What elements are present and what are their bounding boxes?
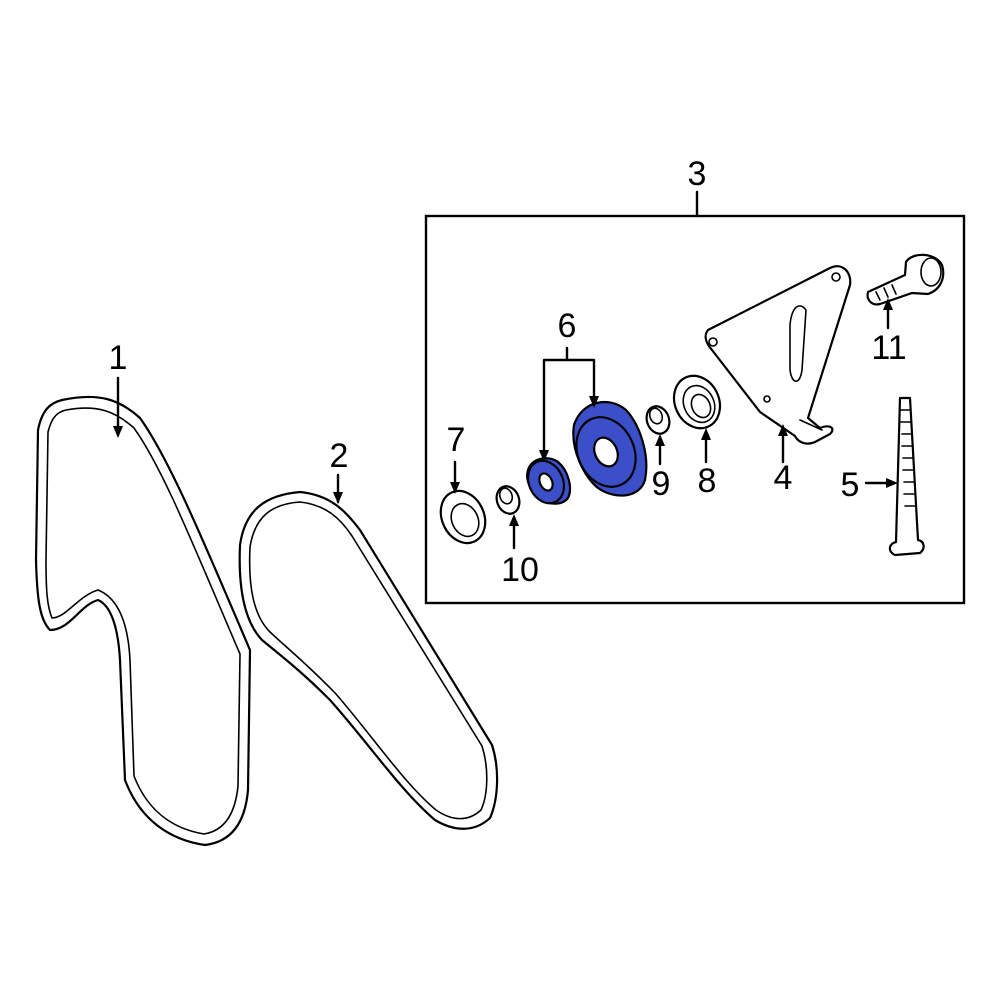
arrow-7 bbox=[450, 482, 460, 494]
callout-10: 10 bbox=[501, 551, 539, 589]
cover-left[interactable] bbox=[433, 484, 494, 551]
spacer-left[interactable] bbox=[493, 483, 523, 517]
arrow-6a bbox=[539, 450, 549, 462]
callout-2: 2 bbox=[329, 437, 349, 475]
pulley-small[interactable] bbox=[521, 455, 572, 509]
callout-3: 3 bbox=[687, 155, 707, 193]
belt-1[interactable] bbox=[34, 395, 252, 847]
arrow-6b bbox=[589, 396, 599, 408]
pulley-large[interactable] bbox=[565, 401, 648, 497]
arrow-2 bbox=[333, 492, 343, 504]
belt-2[interactable] bbox=[238, 490, 499, 830]
arrow-4 bbox=[778, 424, 788, 436]
callout-8: 8 bbox=[697, 462, 717, 500]
leader-lines bbox=[113, 190, 898, 550]
arrow-10 bbox=[509, 514, 519, 526]
bracket[interactable] bbox=[704, 265, 852, 445]
callout-6: 6 bbox=[557, 307, 577, 345]
callout-11: 11 bbox=[871, 329, 907, 367]
assembly-frame bbox=[424, 214, 966, 605]
arrow-8 bbox=[701, 428, 711, 440]
bolt-short[interactable] bbox=[866, 253, 945, 306]
callout-4: 4 bbox=[773, 459, 793, 497]
arrow-5 bbox=[886, 478, 898, 488]
spacer-right[interactable] bbox=[643, 403, 673, 437]
bolt-long[interactable] bbox=[888, 396, 925, 557]
arrow-11 bbox=[883, 298, 893, 310]
callout-9: 9 bbox=[651, 465, 671, 503]
callout-1: 1 bbox=[108, 339, 128, 377]
callout-5: 5 bbox=[840, 466, 860, 504]
callout-7: 7 bbox=[446, 421, 466, 459]
pulley-pair[interactable] bbox=[521, 401, 648, 509]
arrow-1 bbox=[113, 426, 123, 438]
arrow-9 bbox=[655, 434, 665, 446]
cover-right[interactable] bbox=[666, 368, 729, 436]
